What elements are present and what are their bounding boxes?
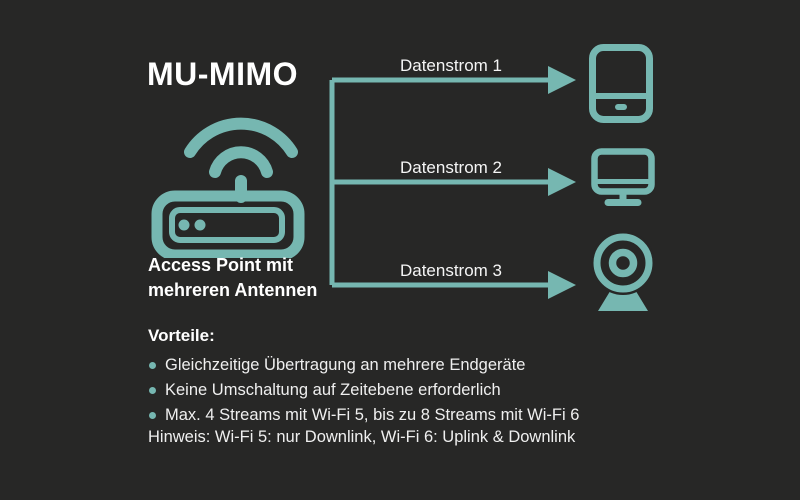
- page-title: MU-MIMO: [147, 56, 299, 92]
- bullet-icon: [149, 387, 156, 394]
- list-item: Gleichzeitige Übertragung an mehrere End…: [148, 353, 708, 378]
- bullet-icon: [149, 412, 156, 419]
- benefits-heading: Vorteile:: [148, 326, 215, 345]
- wifi-router-icon: [151, 117, 305, 258]
- list-item: Keine Umschaltung auf Zeitebene erforder…: [148, 378, 708, 403]
- benefit-text: Gleichzeitige Übertragung an mehrere End…: [165, 356, 526, 374]
- monitor-icon: [591, 148, 655, 206]
- datenstrom-1-label: Datenstrom 1: [399, 56, 503, 75]
- access-point-label: Access Point mit mehreren Antennen: [148, 255, 318, 300]
- datenstrom-2-label: Datenstrom 2: [399, 158, 503, 177]
- benefits-section: Vorteile: Gleichzeitige Übertragung an m…: [148, 326, 708, 428]
- tablet-icon: [589, 44, 653, 123]
- benefit-list: Gleichzeitige Übertragung an mehrere End…: [148, 353, 708, 428]
- hint-note: Hinweis: Wi-Fi 5: nur Downlink, Wi-Fi 6:…: [148, 428, 576, 446]
- datenstrom-3-label: Datenstrom 3: [399, 261, 503, 280]
- webcam-icon: [591, 232, 655, 311]
- benefit-text: Max. 4 Streams mit Wi-Fi 5, bis zu 8 Str…: [165, 406, 580, 424]
- list-item: Max. 4 Streams mit Wi-Fi 5, bis zu 8 Str…: [148, 403, 708, 428]
- benefit-text: Keine Umschaltung auf Zeitebene erforder…: [165, 381, 501, 399]
- bullet-icon: [149, 362, 156, 369]
